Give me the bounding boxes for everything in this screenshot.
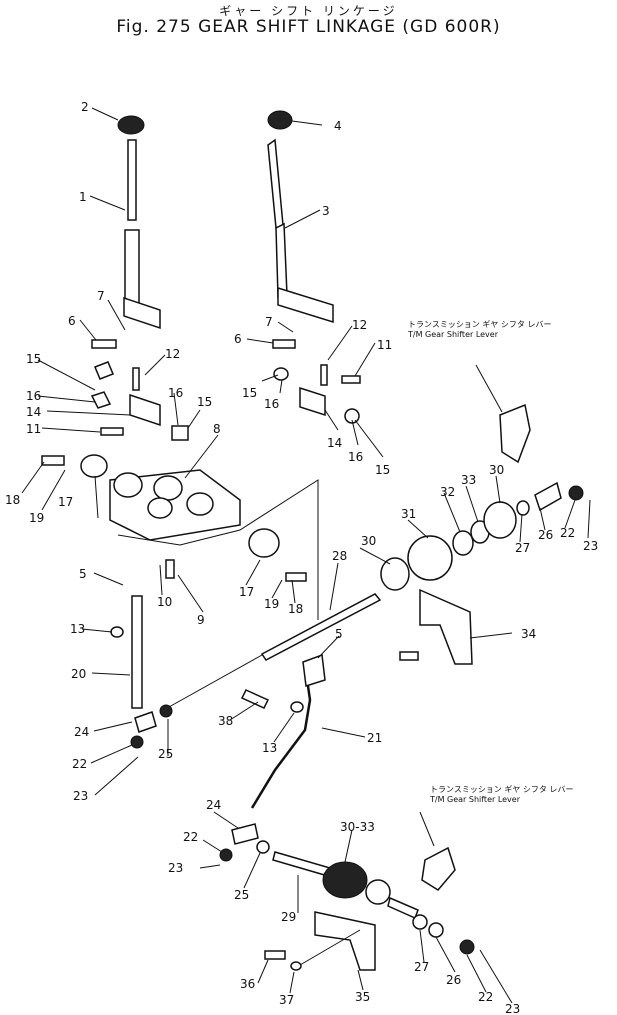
note-top-jp: トランスミッション ギヤ シフタ レバー (408, 320, 552, 329)
shaft-28 (159, 593, 382, 718)
shift-bracket (109, 469, 319, 620)
callout: 17 (239, 585, 254, 599)
callout: 23 (168, 861, 183, 875)
callout: 23 (505, 1002, 520, 1015)
callout: 30-33 (340, 820, 375, 834)
callout: 38 (218, 714, 233, 728)
callout: 28 (332, 549, 347, 563)
bolt-34 (399, 651, 419, 661)
callout: 8 (213, 422, 221, 436)
callout: 15 (375, 463, 390, 477)
boot-gear-group-top (380, 364, 584, 591)
callout: 37 (279, 993, 294, 1007)
callout: 6 (234, 332, 242, 346)
note-bottom-jp: トランスミッション ギヤ シフタ レバー (430, 785, 574, 794)
callout: 33 (461, 473, 476, 487)
callout: 23 (583, 539, 598, 553)
callout-labels: 2 1 4 3 7 6 12 7 12 6 11 15 16 14 11 16 … (5, 100, 598, 1015)
callout: 16 (264, 397, 279, 411)
callout: 13 (262, 741, 277, 755)
callout: 15 (197, 395, 212, 409)
callout: 20 (71, 667, 86, 681)
callout: 15 (242, 386, 257, 400)
callout: 12 (352, 318, 367, 332)
callout: 25 (234, 888, 249, 902)
callout: 2 (81, 100, 89, 114)
note-top-tm-lever: トランスミッション ギヤ シフタ レバー T/M Gear Shifter Le… (408, 320, 551, 340)
callout: 14 (327, 436, 342, 450)
callout: 5 (79, 567, 87, 581)
bolt-9 (165, 559, 175, 579)
callout: 26 (538, 528, 553, 542)
right-selector-block (273, 364, 361, 424)
callout: 30 (361, 534, 376, 548)
vertical-rod-20 (110, 595, 157, 749)
lower-assembly (219, 811, 475, 971)
callout: 3 (322, 204, 330, 218)
callout: 9 (197, 613, 205, 627)
callout: 17 (58, 495, 73, 509)
callout: 29 (281, 910, 296, 924)
callout: 14 (26, 405, 41, 419)
callout: 19 (29, 511, 44, 525)
callout: 22 (560, 526, 575, 540)
callout: 24 (74, 725, 89, 739)
bolt-6-left (91, 339, 117, 349)
note-bottom-tm-lever: トランスミッション ギヤ シフタ レバー T/M Gear Shifter Le… (430, 785, 573, 805)
right-shift-lever (267, 110, 334, 324)
callout: 5 (335, 627, 343, 641)
lower-rod-21 (240, 653, 326, 809)
bolt-6-right (272, 339, 296, 349)
callout: 23 (73, 789, 88, 803)
callout: 34 (521, 627, 536, 641)
figure-title: Fig. 275 GEAR SHIFT LINKAGE (GD 600R) (116, 17, 501, 37)
callout: 7 (97, 289, 105, 303)
callout: 19 (264, 597, 279, 611)
left-shift-lever (117, 115, 161, 330)
callout: 22 (478, 990, 493, 1004)
callout: 25 (158, 747, 173, 761)
callout: 22 (72, 757, 87, 771)
callout: 11 (377, 338, 392, 352)
callout: 27 (414, 960, 429, 974)
callout: 12 (165, 347, 180, 361)
callout: 1 (79, 190, 87, 204)
bolt-18-left (41, 455, 65, 466)
callout: 27 (515, 541, 530, 555)
callout: 22 (183, 830, 198, 844)
callout: 24 (206, 798, 221, 812)
note-top-en: T/M Gear Shifter Lever (408, 330, 499, 339)
callout: 16 (26, 389, 41, 403)
callout: 18 (5, 493, 20, 507)
bushing-left (80, 454, 108, 478)
callout: 36 (240, 977, 255, 991)
leader-lines (21, 107, 591, 1004)
callout: 31 (401, 507, 416, 521)
callout: 4 (334, 119, 342, 133)
callout: 10 (157, 595, 172, 609)
callout: 16 (168, 386, 183, 400)
callout: 11 (26, 422, 41, 436)
callout: 13 (70, 622, 85, 636)
cap-right (248, 528, 280, 558)
callout: 6 (68, 314, 76, 328)
figure-subtitle-japanese: ギャー シフト リンケージ (219, 4, 398, 18)
note-bottom-en: T/M Gear Shifter Lever (430, 795, 521, 804)
bracket-34 (419, 588, 473, 665)
callout: 7 (265, 315, 273, 329)
callout: 16 (348, 450, 363, 464)
callout: 18 (288, 602, 303, 616)
left-selector-block (90, 361, 189, 441)
callout: 32 (440, 485, 455, 499)
callout: 15 (26, 352, 41, 366)
bolt-18-right (285, 572, 307, 582)
callout: 26 (446, 973, 461, 987)
callout: 35 (355, 990, 370, 1004)
callout: 21 (367, 731, 382, 745)
callout: 30 (489, 463, 504, 477)
bolt-36 (264, 950, 286, 960)
